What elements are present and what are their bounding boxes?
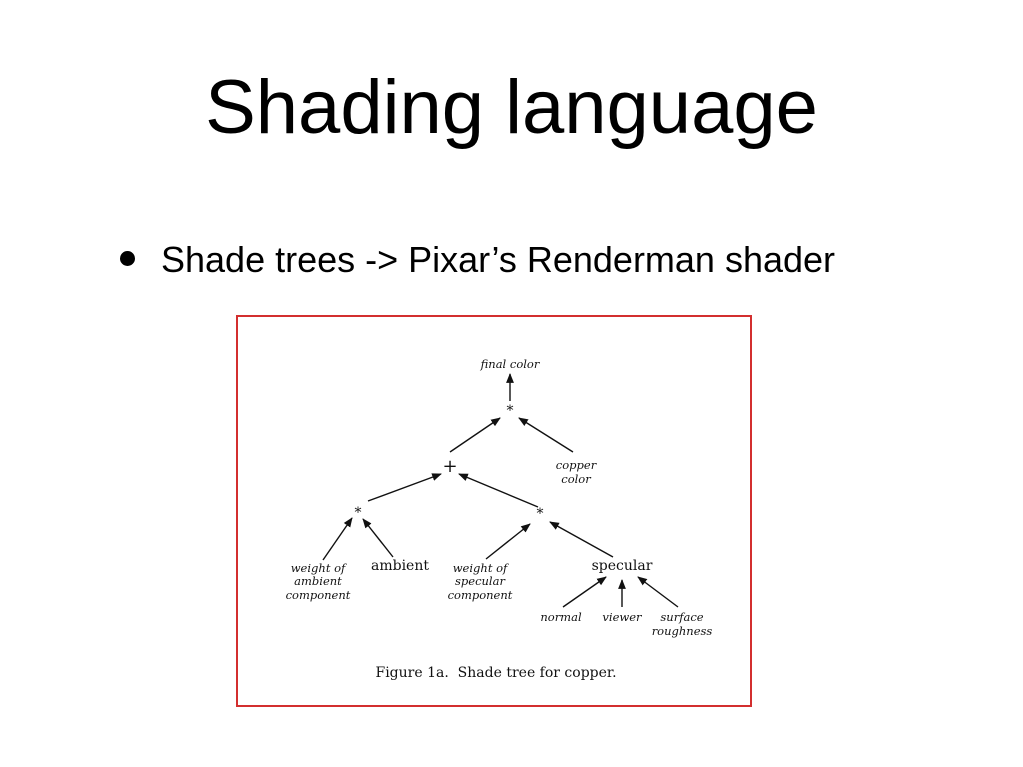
node-surface-roughness-line2: roughness <box>652 624 713 638</box>
node-weight-specular-line1: weight of <box>453 561 509 575</box>
node-weight-ambient-line3: component <box>286 588 351 602</box>
edge-copper-to-mult-top <box>518 417 574 453</box>
edge-normal-to-specular <box>562 576 607 608</box>
edge-plus-to-mult-top <box>449 417 501 453</box>
node-copper-color-line1: copper <box>556 458 598 472</box>
node-weight-specular-line3: component <box>448 588 513 602</box>
edge-ambient-to-mult-left <box>362 518 394 558</box>
bullet-dot-icon <box>120 251 135 266</box>
edge-surface-to-specular <box>637 576 679 608</box>
node-surface-roughness-line1: surface <box>660 610 703 624</box>
node-multiply-top: * <box>507 403 514 419</box>
figure-caption: Figure 1a. Shade tree for copper. <box>375 665 616 681</box>
node-plus: + <box>442 456 457 477</box>
edge-mult-right-to-plus <box>458 473 539 508</box>
figure-frame: final color * + copper color * * weight … <box>236 315 752 707</box>
node-final-color: final color <box>480 357 541 371</box>
node-viewer: viewer <box>602 610 643 624</box>
edge-specular-to-mult-right <box>549 521 614 558</box>
node-weight-specular-line2: specular <box>455 574 506 588</box>
node-copper-color-line2: color <box>561 472 592 486</box>
slide-title: Shading language <box>205 65 818 150</box>
node-ambient: ambient <box>371 558 429 574</box>
shade-tree-diagram: final color * + copper color * * weight … <box>286 357 713 681</box>
node-specular: specular <box>592 558 653 574</box>
node-multiply-left: * <box>355 505 362 521</box>
node-multiply-right: * <box>537 506 544 522</box>
node-weight-ambient-line2: ambient <box>294 574 342 588</box>
edge-weight-specular-to-mult-right <box>485 523 531 560</box>
node-normal: normal <box>540 610 582 624</box>
node-weight-ambient-line1: weight of <box>291 561 347 575</box>
bullet-text: Shade trees -> Pixar’s Renderman shader <box>161 239 836 280</box>
edge-weight-ambient-to-mult-left <box>322 517 353 561</box>
edge-mult-left-to-plus <box>367 473 442 502</box>
